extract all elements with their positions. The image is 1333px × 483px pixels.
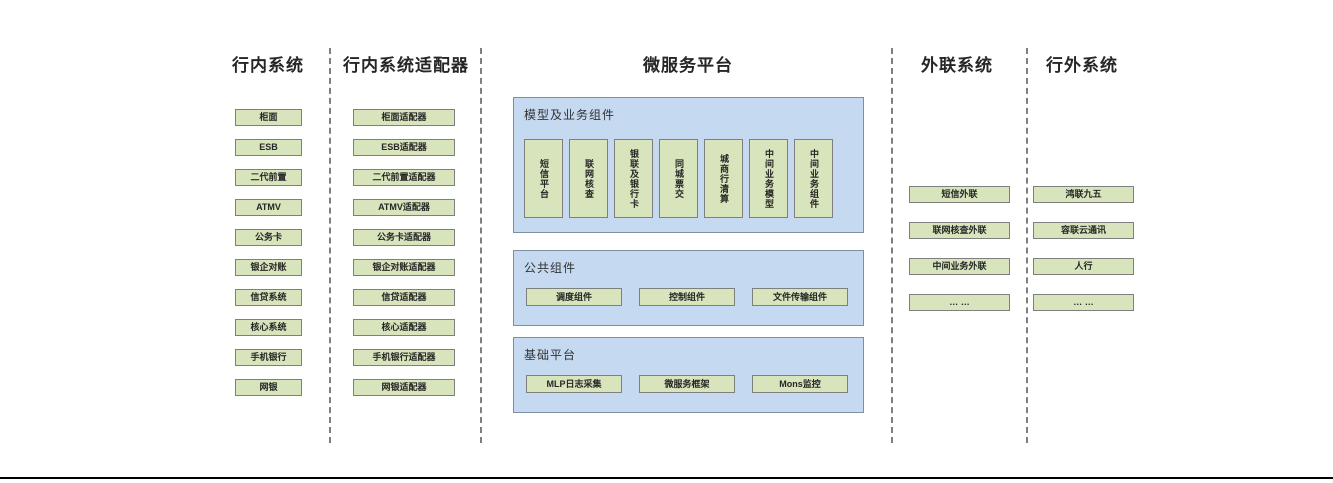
group-label: 基础平台 xyxy=(524,348,577,362)
adapter-node: 公务卡适配器 xyxy=(353,229,455,246)
group-common-nodes: 调度组件 控制组件 文件传输组件 xyxy=(526,288,848,306)
outside-node: 人行 xyxy=(1033,258,1134,275)
lane-title-external-link-systems: 外联系统 xyxy=(921,56,993,75)
external-node: … … xyxy=(909,294,1010,311)
component-node: 文件传输组件 xyxy=(752,288,848,306)
component-node: 银联及银行卡 xyxy=(614,139,653,218)
component-node: 调度组件 xyxy=(526,288,622,306)
group-base-nodes: MLP日志采集 微服务框架 Mons监控 xyxy=(526,375,848,393)
component-node: 联网核查 xyxy=(569,139,608,218)
outside-node: 鸿联九五 xyxy=(1033,186,1134,203)
adapter-node: 柜面适配器 xyxy=(353,109,455,126)
system-node: 柜面 xyxy=(235,109,302,126)
component-node: 控制组件 xyxy=(639,288,735,306)
lane-divider xyxy=(1026,48,1028,443)
lane-title-internal-adapters: 行内系统适配器 xyxy=(343,56,469,75)
lane-external-link-systems: 短信外联 联网核查外联 中间业务外联 … … xyxy=(909,186,1010,311)
lane-title-internal-systems: 行内系统 xyxy=(232,56,304,75)
lane-title-microservice-platform: 微服务平台 xyxy=(643,56,733,75)
adapter-node: 核心适配器 xyxy=(353,319,455,336)
group-base-platform: 基础平台 MLP日志采集 微服务框架 Mons监控 xyxy=(513,337,864,413)
adapter-node: 二代前置适配器 xyxy=(353,169,455,186)
system-node: 网银 xyxy=(235,379,302,396)
lane-divider xyxy=(329,48,331,443)
external-node: 联网核查外联 xyxy=(909,222,1010,239)
group-common-components: 公共组件 调度组件 控制组件 文件传输组件 xyxy=(513,250,864,326)
bottom-rule xyxy=(0,477,1333,479)
group-label: 模型及业务组件 xyxy=(524,108,616,122)
system-node: ESB xyxy=(235,139,302,156)
lane-outside-systems: 鸿联九五 容联云通讯 人行 … … xyxy=(1033,186,1134,311)
adapter-node: 信贷适配器 xyxy=(353,289,455,306)
outside-node: … … xyxy=(1033,294,1134,311)
lane-title-outside-systems: 行外系统 xyxy=(1046,56,1118,75)
component-node: Mons监控 xyxy=(752,375,848,393)
component-node: MLP日志采集 xyxy=(526,375,622,393)
component-node: 城商行清算 xyxy=(704,139,743,218)
group-model-nodes: 短信平台 联网核查 银联及银行卡 同城票交 城商行清算 中间业务模型 中间业务组… xyxy=(524,139,833,218)
system-node: 手机银行 xyxy=(235,349,302,366)
system-node: 二代前置 xyxy=(235,169,302,186)
lane-internal-adapters: 柜面适配器 ESB适配器 二代前置适配器 ATMV适配器 公务卡适配器 银企对账… xyxy=(353,109,455,396)
adapter-node: 银企对账适配器 xyxy=(353,259,455,276)
component-node: 短信平台 xyxy=(524,139,563,218)
lane-internal-systems: 柜面 ESB 二代前置 ATMV 公务卡 银企对账 信贷系统 核心系统 手机银行… xyxy=(235,109,302,396)
lane-divider xyxy=(480,48,482,443)
lane-divider xyxy=(891,48,893,443)
system-node: 信贷系统 xyxy=(235,289,302,306)
system-node: ATMV xyxy=(235,199,302,216)
component-node: 中间业务组件 xyxy=(794,139,833,218)
group-label: 公共组件 xyxy=(524,261,577,275)
system-node: 公务卡 xyxy=(235,229,302,246)
component-node: 同城票交 xyxy=(659,139,698,218)
group-model-business-components: 模型及业务组件 短信平台 联网核查 银联及银行卡 同城票交 城商行清算 中间业务… xyxy=(513,97,864,233)
outside-node: 容联云通讯 xyxy=(1033,222,1134,239)
external-node: 短信外联 xyxy=(909,186,1010,203)
system-node: 核心系统 xyxy=(235,319,302,336)
adapter-node: 网银适配器 xyxy=(353,379,455,396)
adapter-node: ESB适配器 xyxy=(353,139,455,156)
adapter-node: 手机银行适配器 xyxy=(353,349,455,366)
component-node: 中间业务模型 xyxy=(749,139,788,218)
external-node: 中间业务外联 xyxy=(909,258,1010,275)
system-node: 银企对账 xyxy=(235,259,302,276)
component-node: 微服务框架 xyxy=(639,375,735,393)
adapter-node: ATMV适配器 xyxy=(353,199,455,216)
